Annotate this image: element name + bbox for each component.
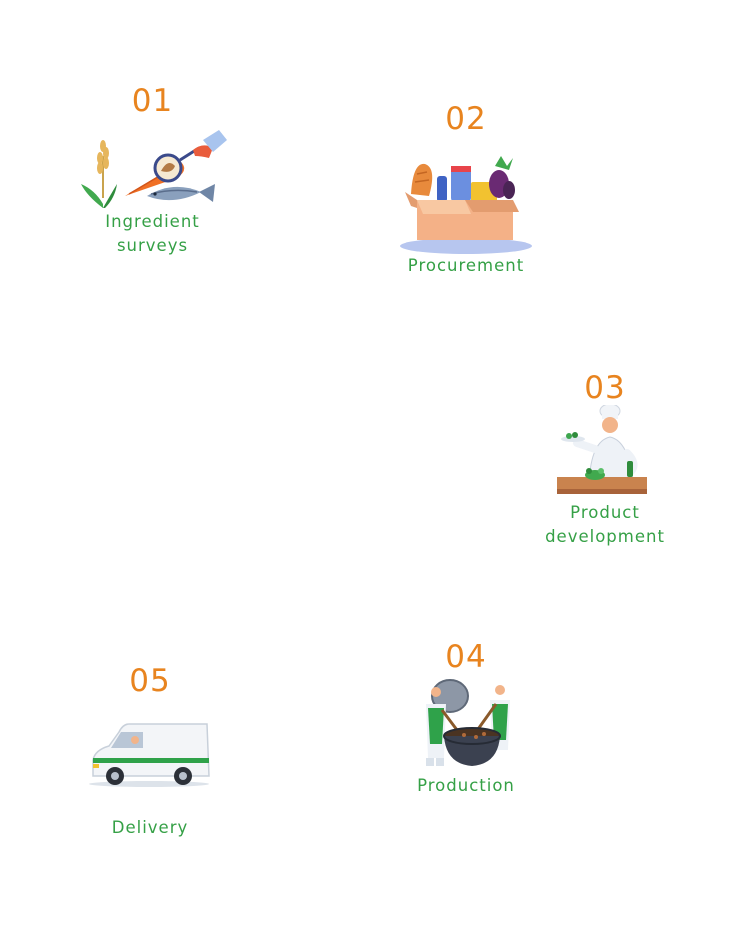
cooking-pot-icon (426, 679, 510, 766)
step-number: 02 (445, 101, 487, 137)
step-number: 01 (131, 83, 174, 119)
step-label-line2: surveys (116, 236, 189, 255)
step-label-line2: development (545, 527, 665, 546)
step-label: Delivery (111, 818, 189, 837)
step-04: 04 Production (405, 640, 527, 798)
ingredient-survey-icon (80, 130, 227, 208)
chef-icon (557, 405, 647, 494)
step-02: 02 Procurement (395, 102, 537, 278)
step-label-line1: Product (570, 503, 640, 522)
delivery-van-icon (89, 723, 210, 787)
grocery-box-icon (400, 156, 532, 254)
step-number: 03 (584, 370, 626, 406)
step-01: 01 Ingredient surveys (70, 84, 235, 258)
step-number: 05 (129, 663, 171, 699)
step-05: 05 Delivery (80, 664, 220, 840)
step-label-line1: Ingredient (105, 212, 200, 231)
step-label: Production (417, 776, 515, 795)
step-label: Procurement (407, 256, 525, 275)
step-03: 03 Product development (540, 371, 670, 549)
step-number: 04 (445, 639, 487, 675)
